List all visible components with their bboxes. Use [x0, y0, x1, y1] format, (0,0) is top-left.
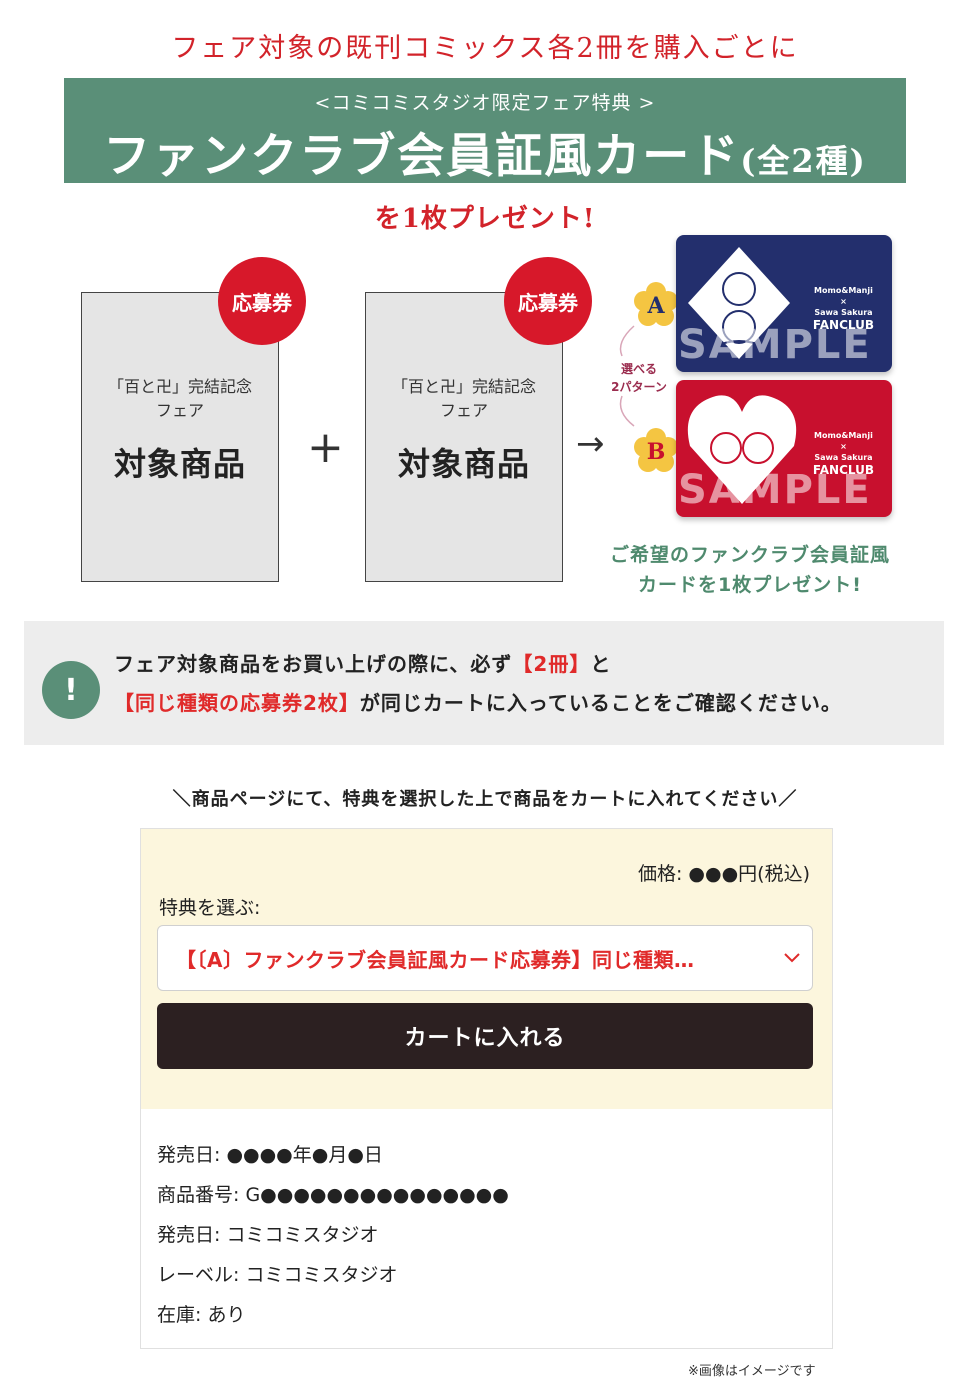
bonus-select[interactable]: 【〔A〕ファンクラブ会員証風カード応募券】同じ種類… — [157, 925, 813, 991]
purchase-panel: 価格: ●●●円(税込) 特典を選ぶ: 【〔A〕ファンクラブ会員証風カード応募券… — [140, 828, 833, 1349]
choice-arc-icon — [619, 325, 635, 427]
detail-release-date: 発売日: ●●●●年●月●日 — [157, 1144, 383, 1166]
detail-product-number: 商品番号: G●●●●●●●●●●●●●●● — [157, 1184, 509, 1206]
banner-title-main: ファンクラブ会員証風カード — [103, 129, 741, 184]
card-illustration-icon — [688, 247, 790, 359]
product-details: 発売日: ●●●●年●月●日 商品番号: G●●●●●●●●●●●●●●● 発売… — [157, 1135, 509, 1335]
banner-title-suffix: (全2種) — [740, 142, 867, 180]
entry-ticket-badge-1: 応募券 — [218, 257, 306, 345]
product-caption-line2: フェア — [439, 401, 488, 420]
bonus-select-label: 特典を選ぶ: — [159, 897, 261, 919]
exclamation-icon: ! — [42, 661, 100, 719]
bonus-select-value: 【〔A〕ファンクラブ会員証風カード応募券】同じ種類… — [176, 948, 695, 972]
notice-box: ! フェア対象商品をお買い上げの際に、必ず【2冊】と 【同じ種類の応募券2枚】が… — [24, 621, 944, 745]
sample-watermark: SAMPLE — [678, 322, 872, 368]
banner-subtitle: <コミコミスタジオ限定フェア特典 > — [314, 92, 656, 114]
instruction-text: ＼商品ページにて、特典を選択した上で商品をカートに入れてください／ — [172, 789, 798, 810]
card-caption: ご希望のファンクラブ会員証風 カードを1枚プレゼント! — [609, 544, 890, 596]
card-illustration-icon — [687, 395, 797, 504]
product-title: 対象商品 — [397, 445, 530, 483]
plus-icon: + — [307, 422, 344, 473]
entry-ticket-badge-2: 応募券 — [504, 257, 592, 345]
arrow-right-icon: → — [576, 424, 605, 464]
image-footnote: ※画像はイメージです — [688, 1364, 816, 1379]
price-text: 価格: ●●●円(税込) — [637, 863, 810, 885]
promo-banner: <コミコミスタジオ限定フェア特典 > ファンクラブ会員証風カード(全2種) — [64, 78, 906, 186]
present-text: を1枚プレゼント! — [374, 204, 596, 234]
detail-label: レーベル: コミコミスタジオ — [157, 1264, 398, 1286]
product-caption-line2: フェア — [155, 401, 204, 420]
detail-publisher: 発売日: コミコミスタジオ — [157, 1224, 379, 1246]
choose-two-patterns: 選べる 2パターン — [611, 362, 667, 394]
product-title: 対象商品 — [113, 445, 246, 483]
detail-stock: 在庫: あり — [157, 1304, 246, 1326]
chevron-down-icon — [784, 953, 800, 963]
option-a-label: A — [646, 293, 665, 319]
add-to-cart-button[interactable]: カートに入れる — [157, 1003, 813, 1069]
banner-title: ファンクラブ会員証風カード(全2種) — [64, 117, 906, 186]
card-fanclub-text: Momo&Manji × Sawa Sakura FANCLUB — [812, 431, 874, 477]
fanclub-card-a: Momo&Manji × Sawa Sakura FANCLUB SAMPLE — [676, 235, 892, 372]
option-b-label: B — [647, 439, 666, 465]
purchase-panel-top: 価格: ●●●円(税込) 特典を選ぶ: 【〔A〕ファンクラブ会員証風カード応募券… — [141, 829, 832, 1109]
card-fanclub-text: Momo&Manji × Sawa Sakura FANCLUB — [812, 286, 874, 332]
product-caption-line1: 「百と卍」完結記念 — [107, 377, 252, 396]
notice-text: フェア対象商品をお買い上げの際に、必ず【2冊】と 【同じ種類の応募券2枚】が同じ… — [114, 652, 842, 715]
fanclub-card-b: Momo&Manji × Sawa Sakura FANCLUB SAMPLE — [676, 380, 892, 517]
option-b-flower-icon: B — [634, 428, 678, 472]
option-a-flower-icon: A — [634, 282, 678, 326]
headline: フェア対象の既刊コミックス各2冊を購入ごとに — [171, 33, 799, 64]
sample-watermark: SAMPLE — [678, 467, 872, 513]
product-caption-line1: 「百と卍」完結記念 — [391, 377, 536, 396]
